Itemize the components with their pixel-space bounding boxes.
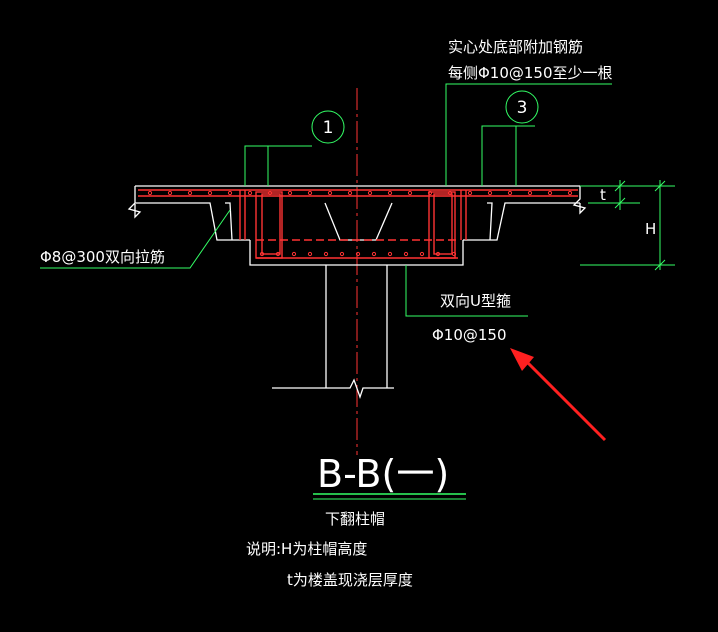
leader-lines [40,83,612,317]
rebar-dots [147,190,573,257]
dim-t-label: t [600,186,606,204]
section-title: B-B(一) [317,452,449,496]
annotation-arrow [510,348,607,442]
note-line1: 说明:H为柱帽高度 [246,540,367,558]
marker-3: 3 [505,90,539,124]
top-note-line2: 每侧Φ10@150至少一根 [448,64,613,82]
u-stirrup-right [428,191,456,259]
left-note: Φ8@300双向拉筋 [40,248,165,266]
svg-text:1: 1 [323,118,334,138]
u-stirrup-note: 双向U型箍 [440,292,511,310]
rebar-group [138,189,578,259]
slab-outline [127,185,587,266]
column [272,265,394,400]
u-stirrup-spec: Φ10@150 [432,326,507,344]
note-line2: t为楼盖现浇层厚度 [287,571,413,589]
dim-h-label: H [645,220,656,238]
u-stirrup-left [255,191,283,259]
svg-text:3: 3 [517,98,528,118]
dimension-lines [580,180,675,271]
top-note-line1: 实心处底部附加钢筋 [448,38,583,56]
marker-1: 1 [311,110,345,144]
section-subtitle: 下翻柱帽 [325,510,385,528]
